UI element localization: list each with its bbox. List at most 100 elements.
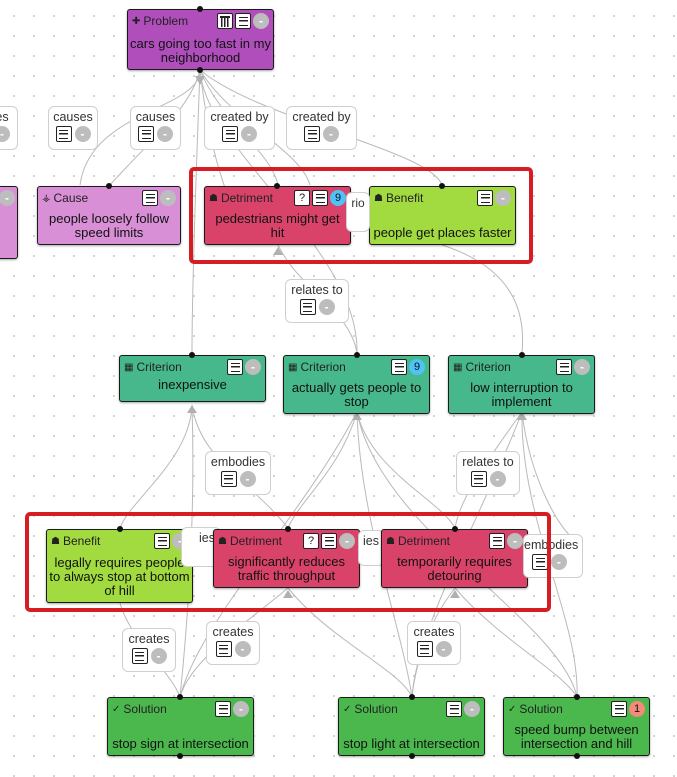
edge-label[interactable]: created by - [204,106,275,150]
details-icon[interactable] [446,701,462,717]
edge-label[interactable]: embodies - [205,451,271,495]
details-icon[interactable] [215,701,231,717]
edge-label[interactable]: relates to - [456,451,520,495]
collapse-button[interactable]: - [160,190,176,206]
collapse-button[interactable]: - [495,190,511,206]
node-type-label: Solution [519,702,563,716]
help-icon[interactable]: ? [294,190,310,206]
edge-label[interactable]: causes - [48,106,98,150]
node-handle[interactable] [106,183,112,189]
collapse-button[interactable]: - [435,641,452,657]
node-handle[interactable] [177,753,183,759]
node-type-label: Detriment [220,191,273,205]
details-icon[interactable] [489,533,505,549]
details-icon[interactable] [312,190,328,206]
collapse-button[interactable]: - [74,126,91,142]
details-icon[interactable] [222,126,238,142]
collapse-button[interactable]: - [157,126,173,142]
check-icon: ✓ [508,703,517,715]
node-handle[interactable] [574,753,580,759]
node-handle[interactable] [452,526,458,532]
node-handle[interactable] [409,753,415,759]
criterion-node[interactable]: ▦ Criterion - inexpensive [119,355,266,402]
count-badge[interactable]: 9 [330,190,346,206]
collapse-button[interactable]: - [0,190,15,206]
details-icon[interactable] [220,471,237,487]
help-icon[interactable]: ? [303,533,319,549]
node-handle[interactable] [409,694,415,700]
collapse-button[interactable]: - [574,359,590,375]
problem-node[interactable]: ✚ Problem - cars going too fast in my ne… [127,9,274,70]
details-icon[interactable] [55,126,72,142]
details-icon[interactable] [154,533,170,549]
criterion-node[interactable]: ▦ Criterion 9 actually gets people to st… [283,355,430,414]
node-handle[interactable] [189,352,195,358]
node-text: temporarily requires detouring [397,554,512,583]
details-icon[interactable] [227,359,243,375]
details-icon[interactable] [321,533,337,549]
collapse-button[interactable]: - [241,126,257,142]
edge-label[interactable]: creates - [407,621,461,665]
edge-label-partial[interactable]: rio [346,192,370,232]
collapse-button[interactable]: - [318,299,335,315]
collapse-button[interactable]: - [239,471,256,487]
edge-label[interactable]: causes - [130,106,181,150]
count-badge[interactable]: 9 [409,359,425,375]
collapse-button[interactable]: - [551,554,567,570]
collapse-button[interactable]: - [507,533,523,549]
details-icon[interactable] [138,126,154,142]
collapse-button[interactable]: - [0,126,10,142]
details-icon[interactable] [131,648,148,664]
collapse-button[interactable]: - [323,126,339,142]
collapse-button[interactable]: - [245,359,261,375]
node-handle[interactable] [354,352,360,358]
edge-label[interactable]: embodies - [523,534,583,578]
edge-label[interactable]: es - [0,106,18,150]
collapse-button[interactable]: - [464,701,480,717]
node-handle[interactable] [117,526,123,532]
node-type-label: Detriment [229,534,282,548]
edge-label[interactable]: creates - [206,621,260,665]
node-handle[interactable] [274,183,280,189]
node-handle[interactable] [519,352,525,358]
edge-arrow [283,590,293,598]
partial-node-left[interactable]: - [0,186,18,259]
details-icon[interactable] [611,701,627,717]
node-handle[interactable] [197,6,203,12]
edge-label[interactable]: created by - [286,106,357,150]
collapse-button[interactable]: - [233,701,249,717]
table-icon[interactable] [217,13,233,29]
node-handle[interactable] [285,526,291,532]
node-handle[interactable] [197,67,203,73]
detriment-node[interactable]: ☗ Detriment - temporarily requires detou… [381,529,528,588]
details-icon[interactable] [477,190,493,206]
collapse-button[interactable]: - [234,641,251,657]
cause-node[interactable]: ⚶ Cause - people loosely follow speed li… [37,186,181,245]
node-handle[interactable] [177,694,183,700]
solution-node[interactable]: ✓ Solution - stop light at intersection [338,697,485,756]
solution-node[interactable]: ✓ Solution - stop sign at intersection [107,697,254,756]
edge-label[interactable]: relates to - [285,279,349,323]
solution-node[interactable]: ✓ Solution 1 speed bump between intersec… [503,697,650,756]
collapse-button[interactable]: - [339,533,355,549]
details-icon[interactable] [416,641,433,657]
details-icon[interactable] [470,471,487,487]
details-icon[interactable] [391,359,407,375]
detriment-node[interactable]: ☗ Detriment ? 9 pedestrians might get hi… [204,186,351,245]
collapse-button[interactable]: - [253,13,269,29]
criterion-node[interactable]: ▦ Criterion - low interruption to implem… [448,355,595,414]
details-icon[interactable] [556,359,572,375]
collapse-button[interactable]: - [150,648,167,664]
count-badge[interactable]: 1 [629,701,645,717]
node-handle[interactable] [439,183,445,189]
details-icon[interactable] [304,126,320,142]
benefit-node[interactable]: ☗ Benefit - people get places faster [369,186,516,245]
node-handle[interactable] [574,694,580,700]
detriment-node[interactable]: ☗ Detriment ? - significantly reduces tr… [213,529,360,588]
details-icon[interactable] [215,641,232,657]
collapse-button[interactable]: - [489,471,506,487]
details-icon[interactable] [299,299,316,315]
details-icon[interactable] [235,13,251,29]
edge-label[interactable]: creates - [122,628,176,672]
details-icon[interactable] [142,190,158,206]
